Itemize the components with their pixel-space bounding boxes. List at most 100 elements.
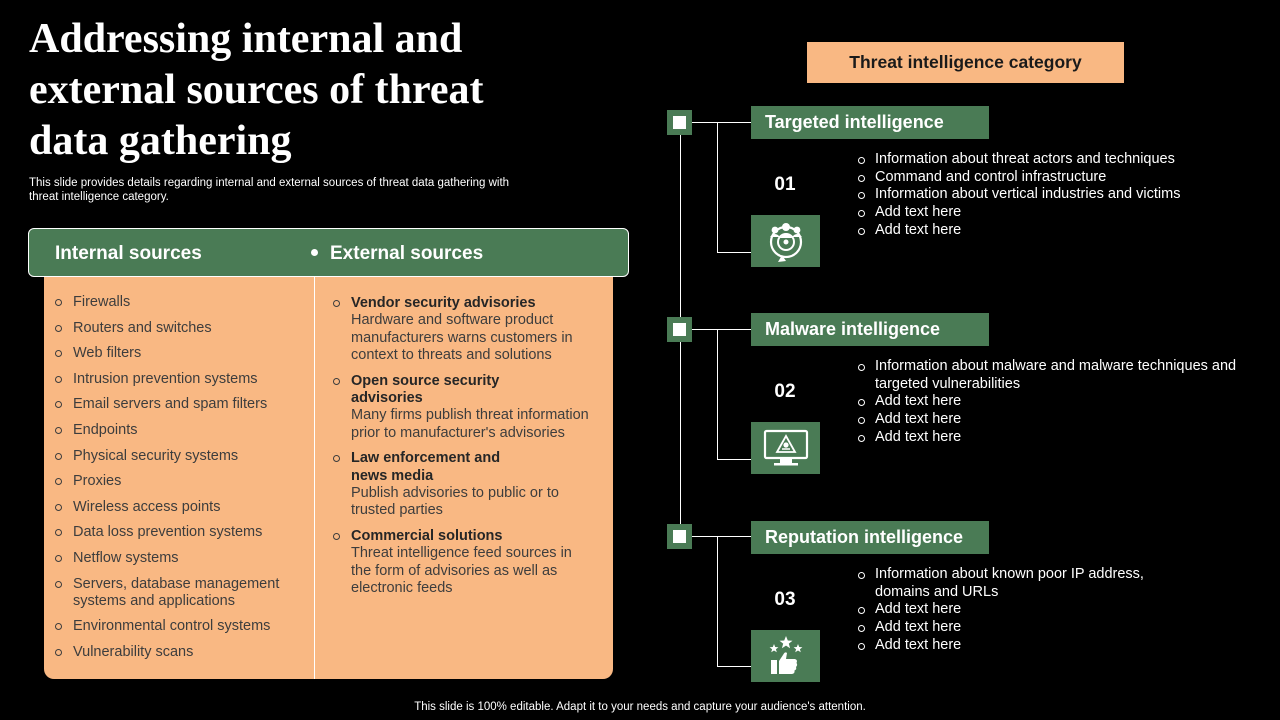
bullet-icon (55, 401, 62, 409)
sources-panel (44, 262, 613, 679)
list-item: Add text here (858, 637, 1158, 655)
category-points-reputation: Information about known poor IP address,… (858, 566, 1158, 655)
bullet-icon (55, 426, 62, 434)
monitor-malware-icon (751, 422, 820, 474)
timeline-node (667, 524, 692, 549)
connector-line (717, 252, 751, 253)
category-number: 03 (774, 589, 796, 610)
bullet-icon (55, 375, 62, 383)
connector-line (692, 536, 751, 537)
bullet-icon (55, 554, 62, 562)
bullet-icon (55, 580, 62, 588)
bullet-icon (55, 452, 62, 460)
list-item: Information about known poor IP address,… (858, 566, 1158, 601)
connector-line (692, 329, 751, 330)
external-item-title: Open source security advisories (351, 372, 500, 406)
list-item: Vulnerability scans (55, 644, 305, 661)
list-item: Servers, database management systems and… (55, 576, 305, 610)
external-item-desc: Publish advisories to public or to trust… (351, 484, 559, 519)
slide-title: Addressing internal and external sources… (29, 16, 484, 164)
connector-line (717, 666, 751, 667)
list-item: Information about malware and malware te… (858, 358, 1258, 393)
bullet-icon (858, 417, 865, 425)
connector-line (717, 536, 718, 667)
list-item: Intrusion prevention systems (55, 371, 305, 388)
bullet-icon (55, 529, 62, 537)
thumbs-up-stars-icon (751, 630, 820, 682)
connector-line (692, 122, 751, 123)
category-points-targeted: Information about threat actors and tech… (858, 151, 1218, 240)
category-number: 02 (774, 381, 796, 402)
category-label-malware: Malware intelligence (751, 313, 989, 346)
internal-sources-heading: Internal sources (55, 243, 202, 264)
list-item: Add text here (858, 393, 1258, 411)
bullet-icon (858, 192, 865, 200)
list-item: Wireless access points (55, 499, 305, 516)
bullet-icon (858, 434, 865, 442)
external-item-title: Law enforcement and news media (351, 450, 501, 484)
list-item: Data loss prevention systems (55, 524, 305, 541)
bullet-icon (858, 642, 865, 650)
list-item: Firewalls (55, 294, 305, 311)
bullet-icon (858, 625, 865, 633)
external-sources-heading: External sources (330, 243, 484, 264)
target-users-icon (751, 215, 820, 267)
bullet-icon (55, 478, 62, 486)
bullet-icon (333, 300, 340, 307)
bullet-icon (858, 607, 865, 615)
timeline-node (667, 317, 692, 342)
list-item: Add text here (858, 411, 1258, 429)
category-number: 01 (774, 174, 796, 195)
list-item: Email servers and spam filters (55, 396, 305, 413)
header-divider-dot (311, 249, 318, 256)
external-item-desc: Many firms publish threat information pr… (351, 407, 589, 441)
list-item: Endpoints (55, 422, 305, 439)
list-item: Web filters (55, 345, 305, 362)
bullet-icon (333, 533, 340, 541)
list-item: Environmental control systems (55, 618, 305, 635)
list-item: Add text here (858, 222, 1218, 240)
bullet-icon (858, 174, 865, 182)
bullet-icon (55, 299, 62, 306)
list-item: Netflow systems (55, 550, 305, 567)
category-label-targeted: Targeted intelligence (751, 106, 989, 139)
bullet-icon (333, 455, 340, 463)
list-item: Add text here (858, 204, 1218, 222)
list-item: Add text here (858, 429, 1258, 447)
timeline-node (667, 110, 692, 135)
connector-line (717, 329, 718, 460)
category-label-reputation: Reputation intelligence (751, 521, 989, 554)
list-item: Proxies (55, 473, 305, 490)
bullet-icon (55, 350, 62, 358)
bullet-icon (858, 572, 865, 579)
bullet-icon (55, 503, 62, 511)
bullet-icon (858, 157, 865, 164)
bullet-icon (333, 377, 340, 385)
sources-header: Internal sources External sources (28, 228, 629, 277)
bullet-icon (858, 399, 865, 407)
bullet-icon (55, 623, 62, 631)
bullet-icon (55, 324, 62, 332)
list-item: Information about threat actors and tech… (858, 151, 1218, 169)
list-item: Routers and switches (55, 320, 305, 337)
list-item: Physical security systems (55, 448, 305, 465)
bullet-icon (858, 227, 865, 235)
internal-sources-list: Firewalls Routers and switches Web filte… (55, 294, 305, 669)
slide-footer: This slide is 100% editable. Adapt it to… (414, 701, 866, 713)
slide-subtitle: This slide provides details regarding in… (29, 177, 510, 203)
list-item: Information about vertical industries an… (858, 186, 1218, 204)
sources-divider (314, 252, 315, 679)
external-item-desc: Threat intelligence feed sources in the … (351, 545, 572, 596)
bullet-icon (858, 364, 865, 371)
external-item-title: Vendor security advisories (351, 295, 536, 311)
category-heading: Threat intelligence category (807, 42, 1124, 83)
list-item: Add text here (858, 601, 1158, 619)
bullet-icon (858, 210, 865, 218)
category-points-malware: Information about malware and malware te… (858, 358, 1258, 447)
connector-line (717, 459, 751, 460)
